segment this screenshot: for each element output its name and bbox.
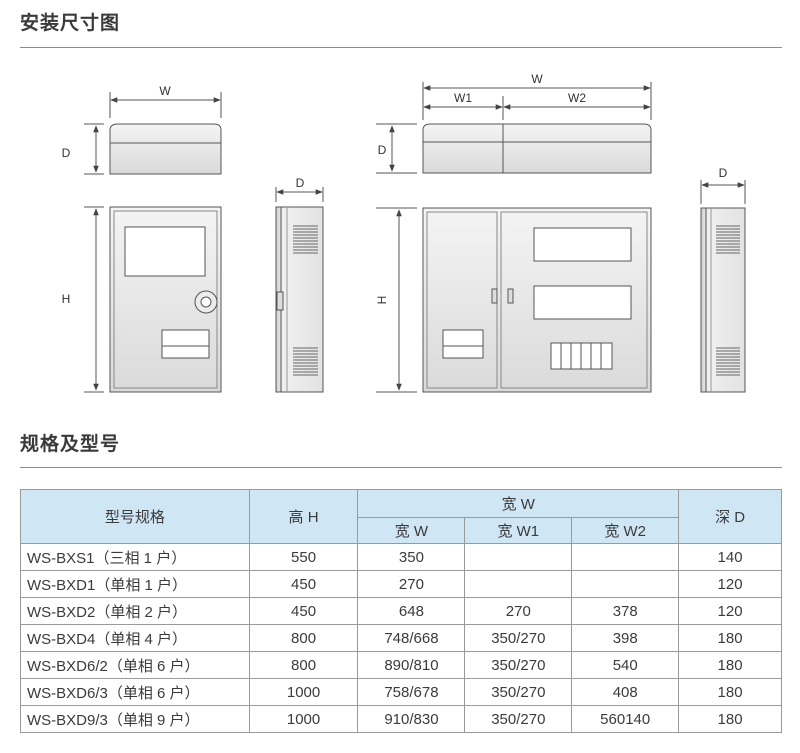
double-height-label: H: [375, 296, 389, 305]
cell-width: 748/668: [357, 624, 466, 652]
cell-height: 1000: [248, 678, 359, 706]
cell-depth: 120: [678, 570, 782, 598]
cell-height: 450: [248, 597, 359, 625]
spec-section-rule: [20, 467, 782, 468]
single-depth-label: D: [62, 146, 71, 160]
header-width-2: 宽 W2: [571, 517, 680, 544]
double-width-label: W: [531, 72, 543, 86]
table-row: WS-BXD9/3（单相 9 户） 1000 910/830 350/270 5…: [20, 705, 782, 733]
cell-model: WS-BXD6/3（单相 6 户）: [20, 678, 250, 706]
double-front-view: [376, 207, 652, 393]
cell-model: WS-BXD9/3（单相 9 户）: [20, 705, 250, 733]
cell-width-1: [464, 570, 573, 598]
cell-width-1: 270: [464, 597, 573, 625]
single-top-view: [84, 92, 222, 175]
table-row: WS-BXD4（单相 4 户） 800 748/668 350/270 398 …: [20, 624, 782, 652]
cell-width-1: 350/270: [464, 705, 573, 733]
cell-width-2: 560140: [571, 705, 680, 733]
cell-width-2: 540: [571, 651, 680, 679]
cell-height: 800: [248, 624, 359, 652]
cell-width: 648: [357, 597, 466, 625]
cell-depth: 180: [678, 678, 782, 706]
table-row: WS-BXD6/3（单相 6 户） 1000 758/678 350/270 4…: [20, 678, 782, 706]
cell-model: WS-BXS1（三相 1 户）: [20, 543, 250, 571]
cell-depth: 180: [678, 624, 782, 652]
single-side-view: [275, 187, 324, 393]
cell-height: 450: [248, 570, 359, 598]
cell-model: WS-BXD2（单相 2 户）: [20, 597, 250, 625]
single-width-label: W: [159, 84, 171, 98]
cell-model: WS-BXD4（单相 4 户）: [20, 624, 250, 652]
header-model: 型号规格: [20, 489, 250, 544]
cell-width: 350: [357, 543, 466, 571]
cell-width-1: 350/270: [464, 624, 573, 652]
double-top-view: [376, 82, 652, 174]
cell-model: WS-BXD1（单相 1 户）: [20, 570, 250, 598]
cell-model: WS-BXD6/2（单相 6 户）: [20, 651, 250, 679]
cell-depth: 180: [678, 651, 782, 679]
header-width-1: 宽 W1: [464, 517, 573, 544]
spec-section-title: 规格及型号: [20, 433, 121, 455]
single-front-view: [84, 206, 222, 393]
cell-width-2: [571, 543, 680, 571]
install-section-title: 安装尺寸图: [20, 12, 121, 34]
table-row: WS-BXD1（单相 1 户） 450 270 120: [20, 570, 782, 598]
cell-height: 800: [248, 651, 359, 679]
table-row: WS-BXD2（单相 2 户） 450 648 270 378 120: [20, 597, 782, 625]
header-width: 宽 W: [357, 517, 466, 544]
single-height-label: H: [62, 292, 71, 306]
cell-width: 910/830: [357, 705, 466, 733]
cell-width-2: 378: [571, 597, 680, 625]
cell-width-2: [571, 570, 680, 598]
header-depth: 深 D: [678, 489, 782, 544]
cell-height: 550: [248, 543, 359, 571]
cell-width-1: 350/270: [464, 651, 573, 679]
header-height: 高 H: [248, 489, 359, 544]
cell-depth: 140: [678, 543, 782, 571]
cell-width-1: [464, 543, 573, 571]
table-row: WS-BXD6/2（单相 6 户） 800 890/810 350/270 54…: [20, 651, 782, 679]
double-depth-label: D: [378, 143, 387, 157]
cell-width: 758/678: [357, 678, 466, 706]
single-side-depth-label: D: [296, 176, 305, 190]
installation-drawing: W D H D W W1 W2 D H D: [62, 72, 746, 393]
table-row: WS-BXS1（三相 1 户） 550 350 140: [20, 543, 782, 571]
cell-width-2: 408: [571, 678, 680, 706]
cell-width: 270: [357, 570, 466, 598]
cell-width: 890/810: [357, 651, 466, 679]
double-w1-label: W1: [454, 91, 472, 105]
spec-table: 型号规格 高 H 宽 W 深 D 宽 W 宽 W1 宽 W2 WS-BXS1（三…: [20, 489, 782, 733]
header-width-group: 宽 W: [357, 489, 680, 518]
cell-width-2: 398: [571, 624, 680, 652]
install-section-rule: [20, 47, 782, 48]
cell-depth: 180: [678, 705, 782, 733]
double-side-depth-label: D: [719, 166, 728, 180]
cell-height: 1000: [248, 705, 359, 733]
double-w2-label: W2: [568, 91, 586, 105]
cell-width-1: 350/270: [464, 678, 573, 706]
double-side-view: [700, 180, 746, 393]
cell-depth: 120: [678, 597, 782, 625]
